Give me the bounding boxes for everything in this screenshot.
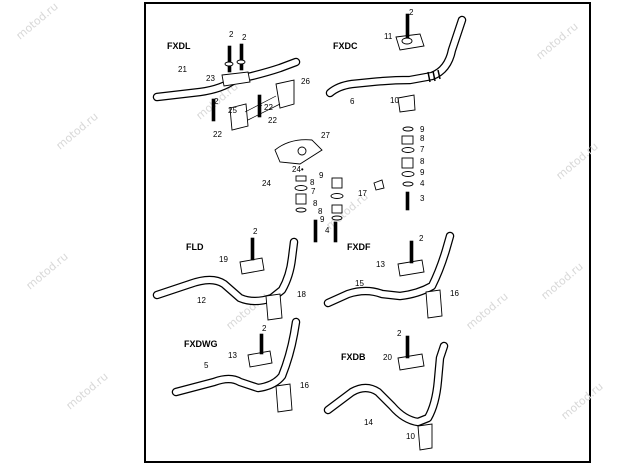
callout-number: 20 bbox=[383, 353, 392, 362]
fxdf-group: FXDF 2 13 15 16 bbox=[323, 231, 459, 319]
callout-number: 2 bbox=[262, 324, 267, 333]
fxdf-handlebar bbox=[323, 231, 455, 308]
fxdc-bushing-stack bbox=[401, 126, 415, 211]
fxdl-riser-25 bbox=[229, 103, 249, 131]
callout-number: 9 bbox=[319, 171, 324, 180]
callout-number: 4 bbox=[420, 179, 425, 188]
callout-number: 8 bbox=[420, 157, 425, 166]
callout-number: 22 bbox=[264, 103, 273, 112]
callout-number: 2 bbox=[229, 30, 234, 39]
fxdb-riser bbox=[417, 423, 433, 451]
fxdf-riser bbox=[425, 289, 443, 319]
callout-number: 12 bbox=[197, 296, 206, 305]
fld-handlebar bbox=[152, 237, 299, 306]
model-label-fxdwg: FXDWG bbox=[184, 339, 218, 349]
fld-upper-clamp bbox=[239, 257, 265, 275]
callout-number: 18 bbox=[297, 290, 306, 299]
callout-number: 16 bbox=[450, 289, 459, 298]
fxdl-group: FXDL 2 2 bbox=[152, 30, 344, 243]
callout-number: 22 bbox=[213, 130, 222, 139]
fxdc-fitting bbox=[373, 179, 385, 191]
callout-number: 9 bbox=[420, 125, 425, 134]
callout-number: 16 bbox=[300, 381, 309, 390]
callout-number: 8 bbox=[313, 199, 318, 208]
callout-number: 21 bbox=[178, 65, 187, 74]
fxdl-upper-clamp bbox=[221, 71, 251, 87]
callout-number: 9 bbox=[420, 168, 425, 177]
callout-number: 15 bbox=[355, 279, 364, 288]
fxdl-riser-26 bbox=[275, 79, 295, 109]
callout-number: 2 bbox=[242, 33, 247, 42]
watermark: motod.ru bbox=[64, 370, 111, 412]
model-label-fld: FLD bbox=[186, 242, 204, 252]
callout-number: 2 bbox=[214, 97, 219, 106]
callout-number: 14 bbox=[364, 418, 373, 427]
model-label-fxdf: FXDF bbox=[347, 242, 371, 252]
callout-number: 10 bbox=[406, 432, 415, 441]
callout-number: 10 bbox=[390, 96, 399, 105]
fxdc-handlebar bbox=[325, 15, 467, 98]
fxdl-bushing-stack bbox=[294, 175, 344, 243]
watermark: motod.ru bbox=[54, 110, 101, 152]
callout-number: 8 bbox=[420, 134, 425, 143]
model-label-fxdl: FXDL bbox=[167, 41, 191, 51]
callout-number: 22 bbox=[268, 116, 277, 125]
fxdl-clamp-bolt bbox=[227, 45, 232, 73]
callout-number: 24• bbox=[292, 165, 304, 174]
fxdb-group: FXDB 2 20 14 10 bbox=[323, 329, 449, 451]
model-label-fxdb: FXDB bbox=[341, 352, 366, 362]
watermark-layer: motod.ru motod.ru motod.ru motod.ru moto… bbox=[14, 0, 606, 422]
fxdc-riser bbox=[397, 94, 416, 113]
callout-number: 19 bbox=[219, 255, 228, 264]
model-label-fxdc: FXDC bbox=[333, 41, 358, 51]
callout-number: 8 bbox=[310, 178, 315, 187]
watermark: motod.ru bbox=[554, 140, 601, 182]
fxdb-upper-clamp bbox=[397, 353, 425, 371]
callout-number: 1 bbox=[258, 99, 263, 108]
watermark: motod.ru bbox=[464, 290, 511, 332]
callout-number: 3 bbox=[420, 194, 425, 203]
callout-number: 27 bbox=[321, 131, 330, 140]
watermark: motod.ru bbox=[24, 250, 71, 292]
watermark: motod.ru bbox=[14, 0, 61, 42]
callout-number: 7 bbox=[311, 187, 316, 196]
callout-number: 11 bbox=[384, 32, 393, 41]
fxdb-handlebar bbox=[323, 341, 449, 427]
callout-number: 2 bbox=[409, 8, 414, 17]
callout-number: 25 bbox=[228, 106, 237, 115]
callout-number: 2 bbox=[397, 329, 402, 338]
fxdwg-riser bbox=[275, 383, 293, 413]
watermark: motod.ru bbox=[559, 380, 606, 422]
callout-number: 26 bbox=[301, 77, 310, 86]
fxdl-clamp-bolt bbox=[239, 43, 244, 71]
fxdf-upper-clamp bbox=[397, 259, 425, 277]
callout-number: 5 bbox=[204, 361, 209, 370]
callout-number: 9 bbox=[320, 215, 325, 224]
callout-number: 23 bbox=[206, 74, 215, 83]
callout-number: 8 bbox=[318, 207, 323, 216]
callout-number: 2 bbox=[253, 227, 258, 236]
watermark: motod.ru bbox=[539, 260, 586, 302]
watermark: motod.ru bbox=[534, 20, 581, 62]
callout-number: 13 bbox=[228, 351, 237, 360]
fxdwg-group: FXDWG 2 13 5 16 bbox=[171, 317, 309, 413]
callout-number: 4 bbox=[325, 226, 330, 235]
callout-number: 24 bbox=[262, 179, 271, 188]
callout-number: 13 bbox=[376, 260, 385, 269]
callout-number: 17 bbox=[358, 189, 367, 198]
callout-number: 2 bbox=[419, 234, 424, 243]
callout-number: 6 bbox=[350, 97, 355, 106]
fld-riser bbox=[265, 293, 283, 321]
callout-number: 7 bbox=[420, 145, 425, 154]
fxdwg-handlebar bbox=[171, 317, 301, 397]
fxdc-group: FXDC 2 11 6 10 9 8 7 8 9 4 bbox=[325, 8, 467, 211]
fld-group: FLD 2 19 12 18 bbox=[152, 227, 306, 321]
